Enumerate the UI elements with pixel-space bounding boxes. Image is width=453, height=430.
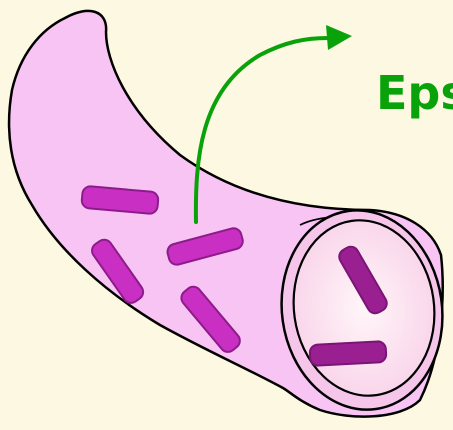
eps-label: Eps xyxy=(376,70,453,116)
arrow-head-icon xyxy=(326,25,352,50)
lumen-rod xyxy=(310,341,387,366)
